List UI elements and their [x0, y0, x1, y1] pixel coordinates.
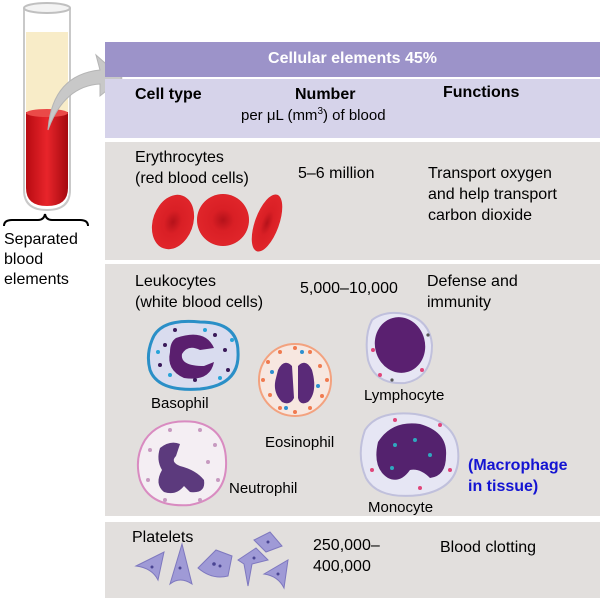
neutrophil-label: Neutrophil [229, 480, 298, 497]
platelet [262, 559, 289, 590]
monocyte-cell [359, 412, 460, 497]
rbc-cell [197, 194, 249, 246]
monocyte-label: Monocyte [368, 499, 434, 516]
leukocytes-name: Leukocytes (white blood cells) [135, 273, 264, 311]
platelet [169, 542, 193, 586]
eosinophil-label: Eosinophil [265, 434, 335, 451]
row-platelets [105, 522, 600, 598]
table-title-bar [105, 42, 600, 77]
macrophage-note: (Macrophage in tissue) [468, 457, 568, 495]
leukocytes-number: 5,000–10,000 [300, 280, 398, 297]
platelet [134, 551, 165, 582]
platelets-number: 250,000– 400,000 [313, 537, 380, 575]
rbc-cell [251, 194, 283, 252]
platelets-name: Platelets [132, 529, 194, 546]
basophil-label: Basophil [151, 395, 209, 412]
tube-cell-layer [26, 112, 68, 206]
platelets-illustration [134, 531, 289, 590]
eosinophil-cell [258, 343, 332, 417]
table-title: Cellular elements 45% [268, 50, 437, 67]
header-functions: Functions [443, 84, 520, 101]
header-cell-type: Cell type [135, 86, 202, 103]
erythrocytes-name: Erythrocytes (red blood cells) [135, 149, 249, 187]
erythrocytes-function: Transport oxygen and help transport carb… [428, 165, 557, 224]
platelet [237, 547, 269, 587]
basophil-cell [146, 319, 240, 391]
leukocytes-function: Defense and immunity [427, 273, 518, 311]
test-tube-illustration [3, 2, 123, 227]
header-number-unit: per μL (mm3) of blood [241, 106, 386, 124]
brace-icon [3, 213, 89, 227]
platelets-function: Blood clotting [440, 539, 537, 556]
tube-glass [23, 8, 71, 212]
rbc-cell [151, 194, 195, 250]
erythrocytes-number: 5–6 million [298, 165, 375, 182]
tube-plasma-layer [26, 32, 68, 112]
lymphocyte-cell [365, 311, 434, 385]
tube-caption: Separated blood elements [4, 231, 78, 288]
lymphocyte-label: Lymphocyte [364, 387, 445, 404]
header-number: Number [295, 86, 356, 103]
red-blood-cells-illustration [151, 194, 283, 252]
table-header-row [105, 79, 600, 138]
neutrophil-cell [136, 420, 228, 507]
